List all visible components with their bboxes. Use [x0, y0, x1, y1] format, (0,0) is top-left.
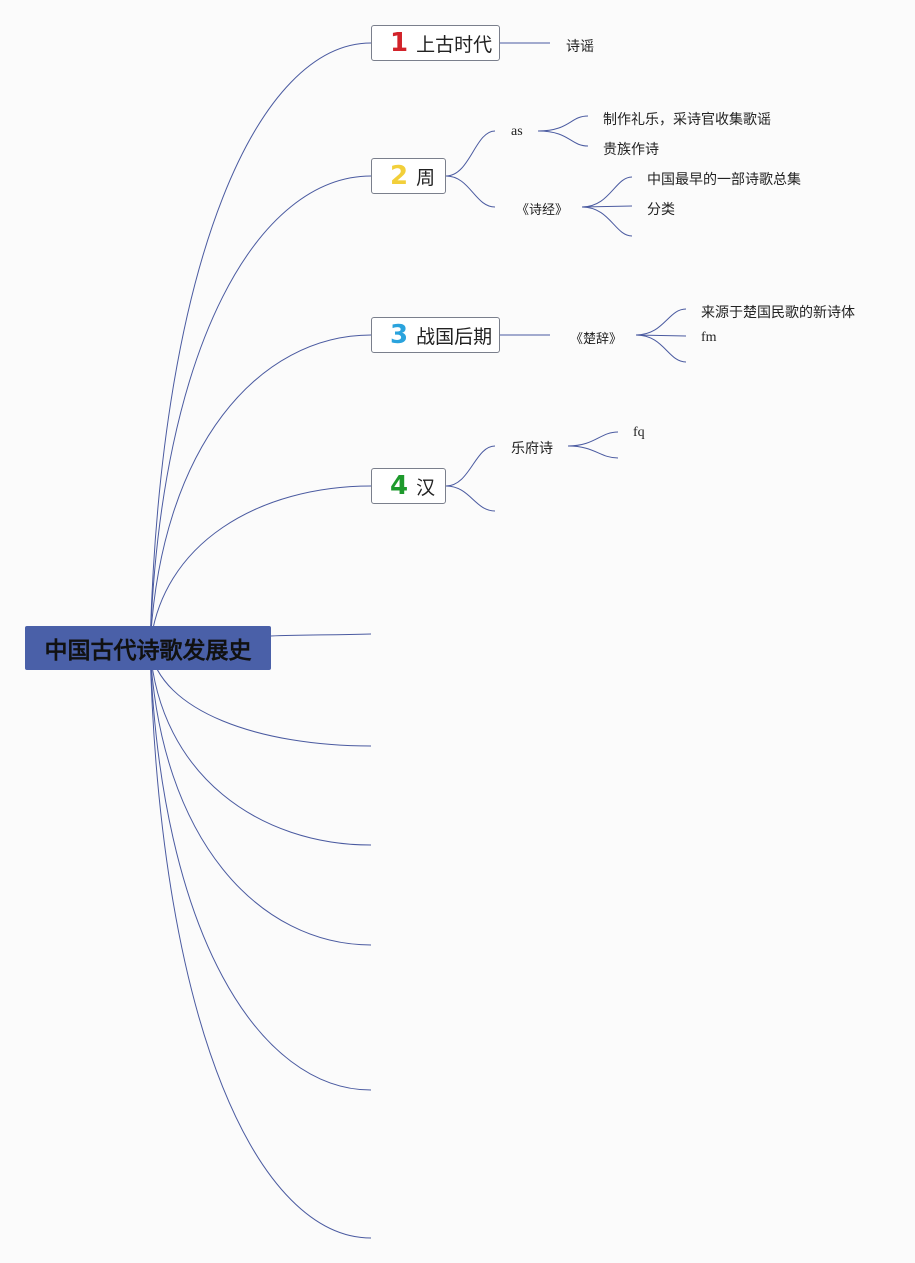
subtopic-3-1-1[interactable]: 来源于楚国民歌的新诗体	[701, 305, 855, 321]
subtopic-2-2[interactable]: 《诗经》	[516, 203, 569, 218]
connector-shijing-c3	[581, 206, 633, 237]
root-topic-label: 中国古代诗歌发展史	[44, 638, 252, 664]
connector-root-empty-4	[149, 647, 372, 1091]
topic-2-label: 周	[416, 166, 436, 189]
connector-root-empty-2	[149, 647, 372, 846]
connector-shijing-c2	[581, 205, 633, 208]
connector-root-topic-3	[149, 334, 372, 649]
connector-root-empty-1	[149, 647, 372, 747]
connector-root-empty-0	[270, 633, 372, 637]
number-1-icon: 1	[390, 28, 409, 58]
connector-t2-as	[445, 130, 496, 177]
subtopic-2-1-1[interactable]: 制作礼乐，采诗官收集歌谣	[603, 112, 771, 128]
topic-4[interactable]: 4 汉	[371, 468, 446, 504]
number-2-icon: 2	[390, 161, 409, 191]
number-4-icon: 4	[390, 471, 409, 501]
topic-1-label: 上古时代	[416, 33, 493, 56]
topic-1[interactable]: 1 上古时代	[371, 25, 500, 61]
topic-3[interactable]: 3 战国后期	[371, 317, 500, 353]
connector-chuci-c1	[635, 308, 687, 336]
connector-as-c2	[537, 130, 589, 147]
subtopic-2-1-2[interactable]: 贵族作诗	[603, 142, 659, 158]
connector-root-topic-4	[149, 485, 372, 649]
subtopic-4-1-1[interactable]: fq	[633, 425, 645, 440]
subtopic-2-2-1[interactable]: 中国最早的一部诗歌总集	[647, 172, 801, 188]
connector-root-topic-2	[149, 175, 372, 649]
subtopic-4-1[interactable]: 乐府诗	[511, 441, 553, 457]
topic-2[interactable]: 2 周	[371, 158, 446, 194]
subtopic-2-1[interactable]: as	[511, 124, 523, 139]
connector-as-c1	[537, 115, 589, 132]
connector-chuci-c2	[635, 334, 687, 337]
topic-4-label: 汉	[416, 476, 436, 499]
topic-3-label: 战国后期	[416, 325, 493, 348]
connector-root-empty-5	[149, 647, 372, 1239]
connector-t4-empty	[445, 485, 496, 512]
subtopic-3-1-2[interactable]: fm	[701, 330, 717, 345]
subtopic-2-2-2[interactable]: 分类	[647, 202, 675, 218]
connector-t4-yuefu	[445, 445, 496, 487]
connector-root-topic-1	[149, 42, 372, 649]
connector-root-empty-3	[149, 647, 372, 946]
subtopic-1-1[interactable]: 诗谣	[566, 39, 594, 55]
number-3-icon: 3	[390, 320, 409, 350]
connector-yuefu-c2	[567, 445, 619, 459]
root-topic[interactable]: 中国古代诗歌发展史	[25, 626, 271, 670]
connector-shijing-c1	[581, 176, 633, 208]
connector-yuefu-c1	[567, 431, 619, 447]
connector-chuci-c3	[635, 334, 687, 363]
subtopic-3-1[interactable]: 《楚辞》	[570, 332, 623, 347]
connector-t2-shijing	[445, 175, 496, 208]
